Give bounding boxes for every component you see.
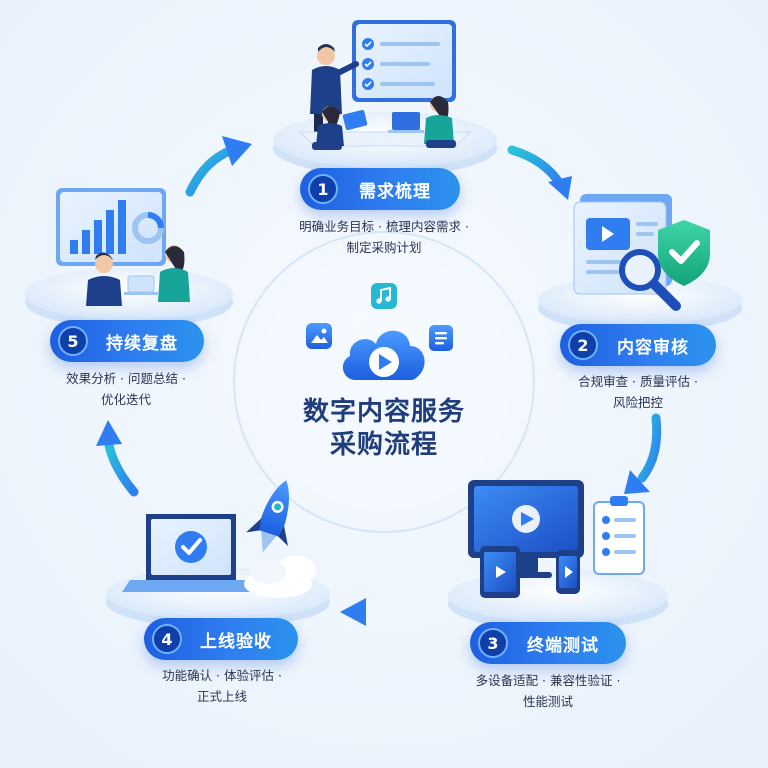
step5-pill[interactable]: 5 持续复盘 bbox=[50, 320, 204, 362]
center-title: 数字内容服务 采购流程 bbox=[264, 396, 504, 462]
step2-illustration bbox=[534, 188, 746, 336]
step4-description: 功能确认 · 体验评估 · 正式上线 bbox=[124, 665, 320, 707]
step3-description: 多设备适配 · 兼容性验证 · 性能测试 bbox=[438, 670, 658, 712]
step4-number-badge: 4 bbox=[152, 624, 182, 654]
step2-pill[interactable]: 2 内容审核 bbox=[560, 324, 716, 366]
center-image-icon bbox=[305, 322, 333, 350]
step1-desc-line1: 明确业务目标 · 梳理内容需求 · bbox=[299, 219, 469, 234]
step3-illustration bbox=[444, 476, 672, 636]
arrow-step2-to-step3-icon bbox=[637, 413, 662, 483]
step3-desc-line2: 性能测试 bbox=[522, 694, 573, 709]
step4-desc-line2: 正式上线 bbox=[196, 689, 247, 704]
step1-desc-line2: 制定采购计划 bbox=[346, 240, 422, 255]
step3-desc-line1: 多设备适配 · 兼容性验证 · bbox=[475, 673, 621, 688]
step2-number-badge: 2 bbox=[568, 330, 598, 360]
step3-number-badge: 3 bbox=[478, 628, 508, 658]
center-music-note-icon bbox=[370, 282, 398, 310]
arrow-step1-to-step2-icon bbox=[507, 145, 565, 189]
step1-description: 明确业务目标 · 梳理内容需求 · 制定采购计划 bbox=[254, 216, 514, 258]
step1-illustration bbox=[260, 14, 510, 180]
step5-label: 持续复盘 bbox=[106, 333, 178, 354]
center-cloud-play-icon bbox=[334, 312, 434, 392]
step1-pill[interactable]: 1 需求梳理 bbox=[300, 168, 460, 210]
step5-illustration bbox=[22, 180, 236, 332]
step2-desc-line1: 合规审查 · 质量评估 · bbox=[578, 374, 698, 389]
step2-description: 合规审查 · 质量评估 · 风险把控 bbox=[538, 371, 738, 413]
center-title-line1: 数字内容服务 bbox=[302, 397, 465, 427]
step3-label: 终端测试 bbox=[527, 635, 599, 656]
step2-desc-line2: 风险把控 bbox=[612, 395, 663, 410]
step4-illustration bbox=[100, 474, 336, 634]
center-document-list-icon bbox=[428, 324, 454, 352]
step2-label: 内容审核 bbox=[617, 337, 689, 358]
step3-pill[interactable]: 3 终端测试 bbox=[470, 622, 626, 664]
step1-number-badge: 1 bbox=[308, 174, 338, 204]
step5-desc-line2: 优化迭代 bbox=[100, 392, 151, 407]
step1-label: 需求梳理 bbox=[359, 181, 431, 202]
step4-label: 上线验收 bbox=[200, 631, 272, 652]
step4-pill[interactable]: 4 上线验收 bbox=[144, 618, 298, 660]
step5-number-badge: 5 bbox=[58, 326, 88, 356]
center-title-line2: 采购流程 bbox=[329, 430, 438, 460]
step5-desc-line1: 效果分析 · 问题总结 · bbox=[66, 371, 186, 386]
step5-description: 效果分析 · 问题总结 · 优化迭代 bbox=[26, 368, 226, 410]
step4-desc-line1: 功能确认 · 体验评估 · bbox=[162, 668, 282, 683]
